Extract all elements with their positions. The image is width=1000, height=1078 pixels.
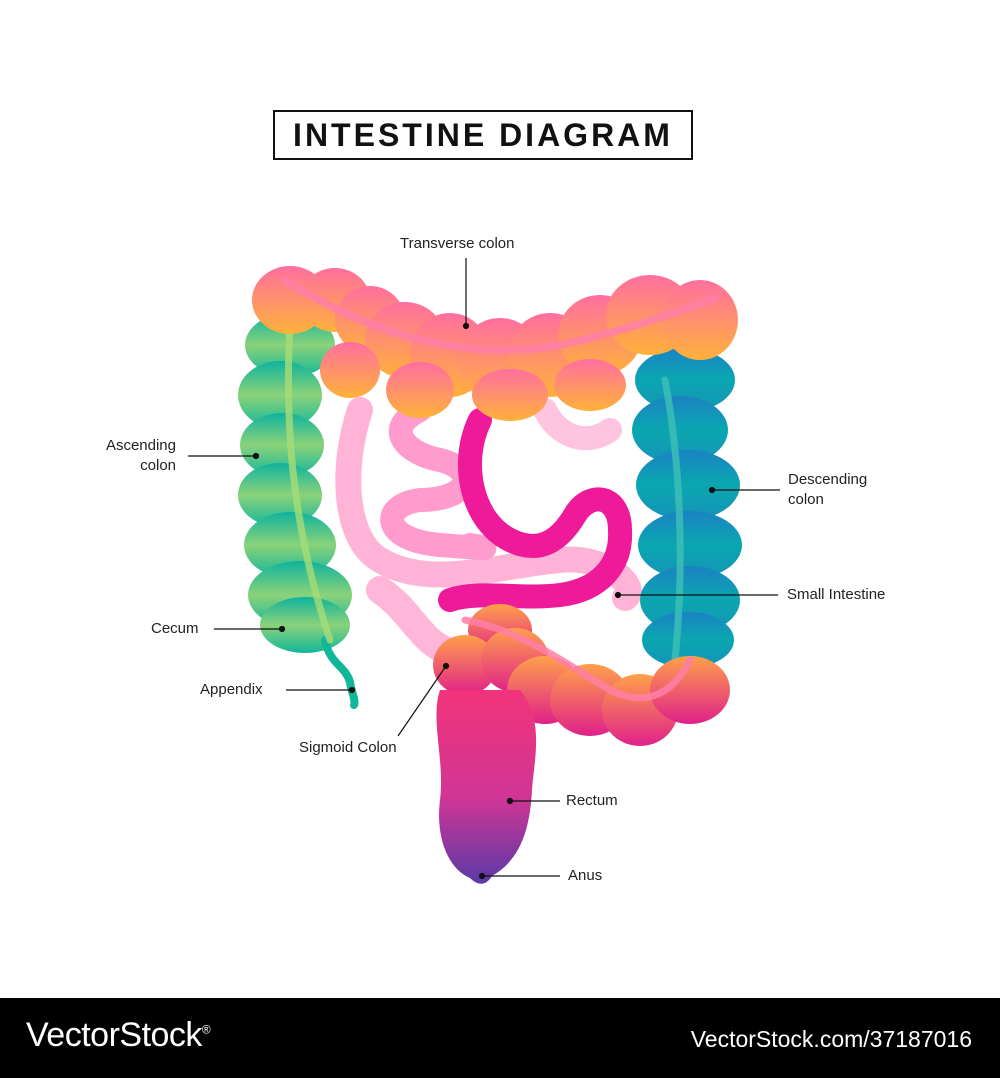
label-descending-colon: Descending colon <box>788 470 867 510</box>
sigmoid-taenia <box>461 616 694 702</box>
title-box: INTESTINE DIAGRAM <box>273 110 693 160</box>
ascending-taenia <box>284 316 334 644</box>
label-appendix: Appendix <box>200 681 263 698</box>
label-transverse-colon: Transverse colon <box>400 235 515 252</box>
label-descending-colon-line2: colon <box>788 491 824 508</box>
label-anus: Anus <box>568 867 603 884</box>
label-ascending-colon-line1: Ascending <box>105 437 176 454</box>
label-cecum: Cecum <box>151 620 199 637</box>
small-intestine-loops <box>335 397 642 664</box>
transverse-taenia <box>281 276 719 354</box>
label-ascending-colon: Ascending colon <box>86 436 176 476</box>
appendix-shape <box>321 636 359 709</box>
transverse-colon-shape <box>252 266 738 421</box>
page-title: INTESTINE DIAGRAM <box>293 116 673 153</box>
label-descending-colon-line1: Descending <box>788 471 868 488</box>
label-pointers <box>188 258 780 880</box>
rectum-shape <box>436 690 537 884</box>
footer-brand-name: VectorStock <box>26 1016 202 1054</box>
footer-bar: VectorStock® VectorStock.com/37187016 <box>0 998 1000 1078</box>
label-rectum: Rectum <box>566 792 618 809</box>
descending-taenia <box>661 376 684 664</box>
intestine-diagram <box>188 258 780 884</box>
footer-image-ref: VectorStock.com/37187016 <box>690 1026 972 1052</box>
label-small-intestine: Small Intestine <box>787 586 886 603</box>
label-ascending-colon-line2: colon <box>140 457 176 474</box>
descending-colon-shape <box>632 348 742 668</box>
label-sigmoid-colon: Sigmoid Colon <box>299 739 397 756</box>
footer-brand: VectorStock® <box>26 1016 211 1055</box>
footer-brand-mark: ® <box>201 1022 211 1037</box>
